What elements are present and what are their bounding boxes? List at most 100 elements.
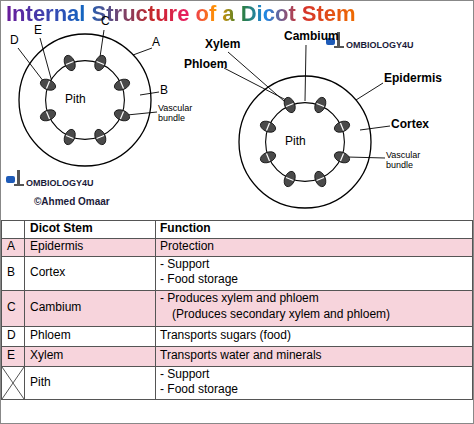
table-row	[1, 366, 473, 400]
bundle-shape	[282, 170, 297, 189]
watermark: OMBIOLOGY4U	[26, 178, 94, 188]
part-label: Cortex	[391, 118, 429, 132]
table-line	[24, 220, 25, 400]
bundle-shape	[93, 128, 108, 147]
table-cell: Protection	[160, 240, 214, 254]
table-header: Dicot Stem	[30, 222, 93, 236]
bundle-shape	[39, 77, 58, 92]
table-header: Function	[160, 222, 211, 236]
leader-line	[228, 52, 292, 108]
pith-label: Pith	[65, 92, 86, 106]
table-cell: - Produces xylem and phloem	[160, 292, 319, 306]
vascular-bundle	[259, 119, 278, 134]
vascular-bundle	[39, 108, 58, 123]
cross-mark	[2, 367, 24, 399]
bundle-shape	[39, 108, 58, 123]
bundle-shape	[62, 54, 77, 73]
vascular-bundle	[282, 170, 297, 189]
bundle-cambium	[66, 135, 73, 138]
vascular-bundle	[62, 54, 77, 73]
bundle-cambium	[286, 177, 293, 180]
bundle-shape	[93, 54, 108, 73]
table-cell: A	[7, 240, 15, 254]
table-cell: D	[7, 329, 16, 343]
bundle-cambium	[266, 123, 269, 130]
leader-line	[127, 112, 157, 115]
table-line	[1, 290, 473, 291]
logo-part	[334, 46, 344, 48]
leader-line	[40, 38, 52, 82]
part-letter: A	[152, 36, 160, 50]
vascular-bundle	[39, 77, 58, 92]
bundle-shape	[113, 77, 132, 92]
bundle-shape	[333, 119, 352, 134]
table-row	[1, 238, 473, 256]
table-line	[1, 238, 473, 239]
pith-label: Pith	[285, 134, 306, 148]
vascular-bundle	[333, 150, 352, 165]
bundle-cambium	[66, 61, 73, 64]
bundle-cambium	[317, 177, 324, 180]
leader-line	[224, 68, 286, 100]
part-label: Cambium	[284, 30, 339, 44]
bundle-cambium	[120, 81, 123, 88]
bundle-shape	[62, 128, 77, 147]
table-cell: Cambium	[30, 301, 81, 315]
logo-part	[14, 184, 24, 186]
diagram-title: Internal Structure of a Dicot Stem	[6, 1, 356, 27]
table-row	[1, 326, 473, 346]
table-cell: - Support	[160, 368, 209, 382]
bundle-shape	[113, 108, 132, 123]
table-row	[1, 220, 473, 238]
table-cell: C	[7, 301, 16, 315]
bundle-cambium	[317, 103, 324, 106]
leader-line	[100, 30, 104, 57]
table-line	[1, 326, 473, 327]
bundle-shape	[259, 150, 278, 165]
leader-line	[18, 48, 44, 82]
table-cell: Xylem	[30, 349, 63, 363]
vascular-bundle	[259, 150, 278, 165]
logo-part	[17, 170, 20, 184]
leader-line	[360, 126, 390, 130]
table-cell: (Produces secondary xylem and phloem)	[172, 308, 390, 322]
table-cell: E	[7, 349, 15, 363]
bundle-cambium	[120, 112, 123, 119]
part-label: Vascular bundle	[158, 103, 204, 124]
table-cell: Cortex	[30, 266, 65, 280]
leader-line	[347, 157, 385, 158]
vascular-bundle	[113, 77, 132, 92]
table-cell: Transports water and minerals	[160, 349, 322, 363]
table-cell: Epidermis	[30, 240, 83, 254]
bundle-shape	[313, 96, 328, 115]
cross-mark	[2, 367, 24, 399]
leader-line	[140, 92, 159, 95]
table-line	[155, 220, 156, 400]
watermark: ©Ahmed Omaar	[34, 196, 110, 208]
bundle-cambium	[340, 123, 343, 130]
part-label: Phloem	[184, 58, 227, 72]
table-grid	[1, 220, 473, 400]
table-row	[1, 256, 473, 290]
part-label: Xylem	[205, 38, 240, 52]
table-row	[1, 290, 473, 326]
bundle-cambium	[340, 154, 343, 161]
bundle-cambium	[46, 81, 49, 88]
vascular-bundle	[313, 96, 328, 115]
part-letter: C	[101, 15, 110, 29]
bundle-cambium	[46, 112, 49, 119]
bundle-cambium	[97, 61, 104, 64]
vascular-bundle	[313, 170, 328, 189]
table-cell: - Support	[160, 258, 209, 272]
leader-line	[133, 48, 152, 55]
logo-icon	[6, 170, 24, 186]
part-label: Epidermis	[384, 72, 442, 86]
bundle-cambium	[286, 103, 293, 106]
ring-circle	[46, 61, 125, 140]
part-letter: D	[10, 34, 19, 48]
table-cell: Transports sugars (food)	[160, 329, 291, 343]
table-cell: Pith	[30, 376, 51, 390]
